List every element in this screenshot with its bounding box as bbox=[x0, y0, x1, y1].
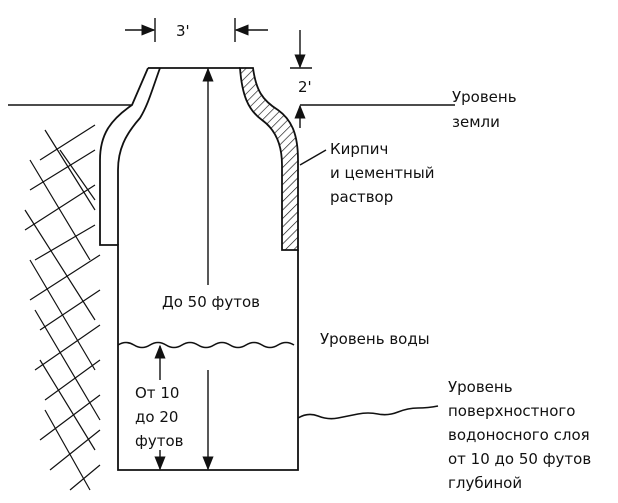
water-level-line bbox=[117, 341, 295, 349]
depth-label: До 50 футов bbox=[162, 293, 260, 311]
width-label: 3' bbox=[176, 22, 190, 40]
ground-level-label: Уровень земли bbox=[452, 88, 521, 131]
height-dimension bbox=[290, 30, 312, 128]
brick-pointer bbox=[299, 149, 327, 166]
well-left-lining bbox=[117, 67, 161, 245]
water-level-label: Уровень воды bbox=[320, 330, 430, 348]
brick-lining bbox=[239, 67, 299, 251]
water-depth-label: От 10 до 20 футов bbox=[135, 384, 184, 450]
soil-hatching bbox=[24, 124, 101, 491]
width-dimension bbox=[125, 18, 268, 42]
well-left-wall bbox=[99, 67, 299, 471]
height-label: 2' bbox=[298, 78, 312, 96]
brick-label: Кирпич и цементный раствор bbox=[330, 140, 439, 206]
aquifer-label: Уровень поверхностного водоносного слоя … bbox=[448, 378, 596, 492]
aquifer-line bbox=[297, 405, 439, 420]
